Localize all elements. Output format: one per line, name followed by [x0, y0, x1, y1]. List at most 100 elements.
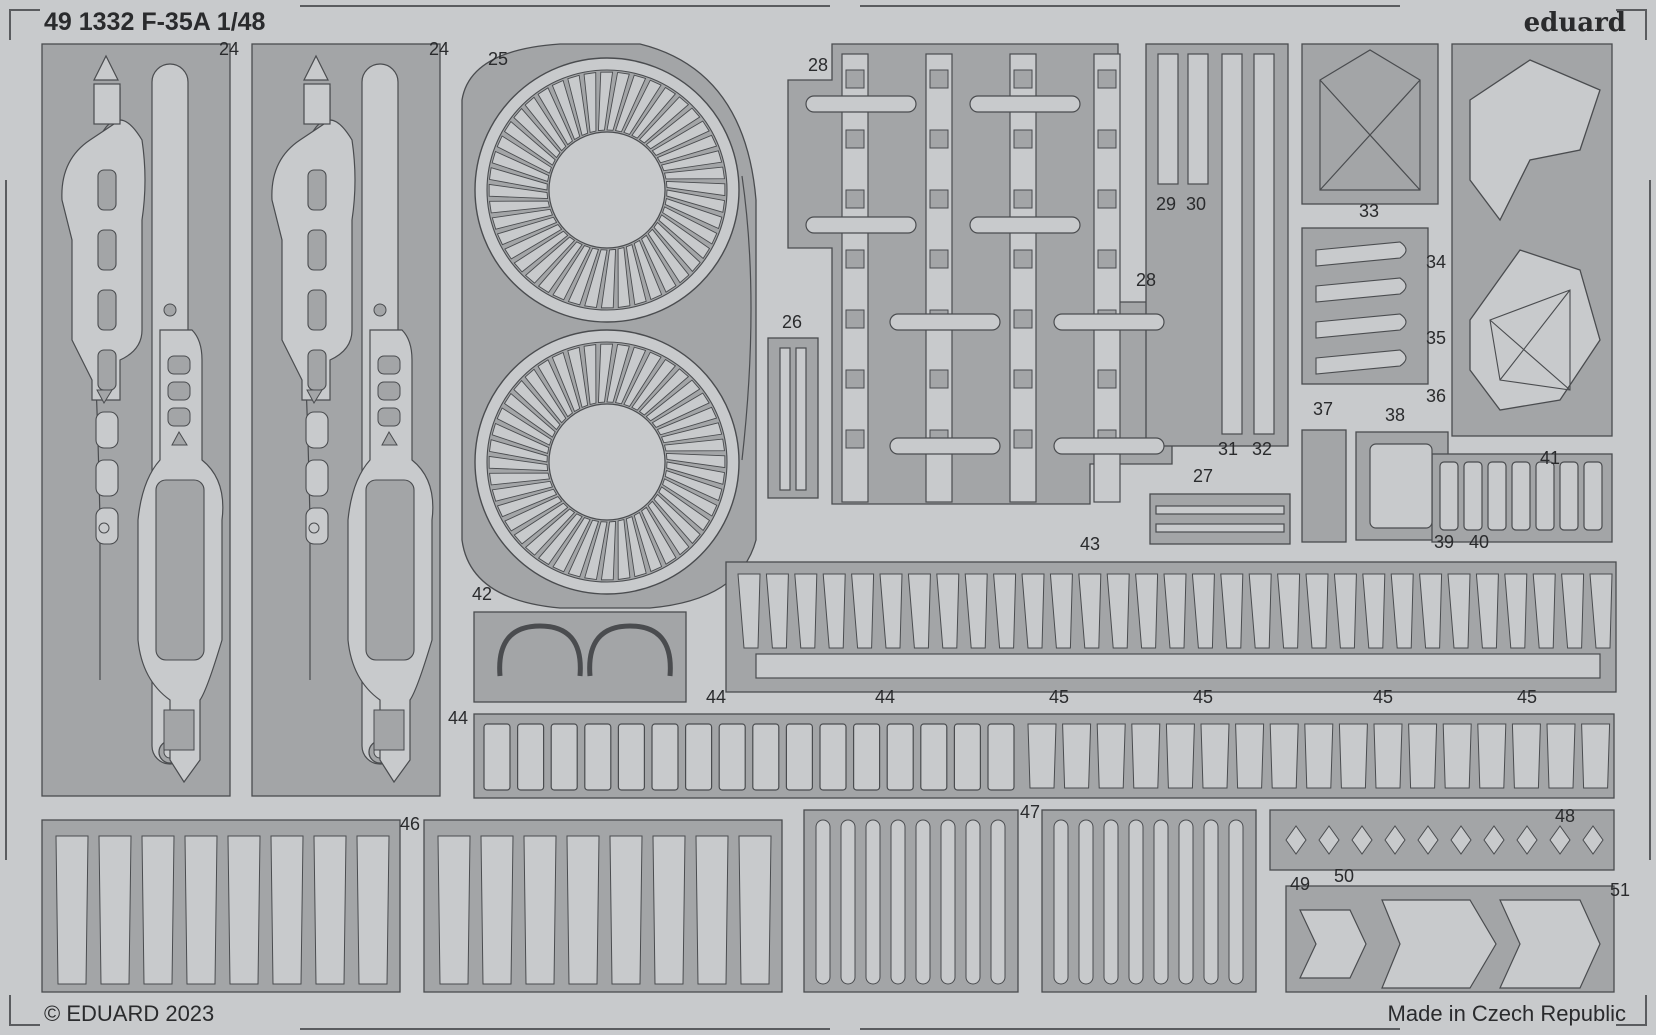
part-43-blade — [1305, 573, 1329, 649]
part-44-blade — [550, 723, 578, 791]
part-50 — [1381, 899, 1497, 989]
strip-31-32 — [1253, 53, 1275, 435]
strip-24-parts — [271, 54, 434, 784]
part-44-blade — [752, 723, 780, 791]
part-44-blade — [987, 723, 1015, 791]
strip-28-crossbar — [805, 216, 917, 234]
part-43-blade — [1135, 573, 1159, 649]
part-34-35-blade — [1315, 277, 1407, 303]
part-number-label: 38 — [1385, 405, 1405, 425]
part-45-blade — [1269, 723, 1299, 789]
part-45-blade — [1442, 723, 1472, 789]
part-39-41 — [1535, 461, 1555, 531]
part-43-blade — [822, 573, 846, 649]
frame-28 — [787, 43, 1173, 505]
part-47-strip — [1178, 819, 1194, 985]
strip-31-32 — [1221, 53, 1243, 435]
frame-47 — [803, 809, 1019, 993]
part-43-blade — [1532, 573, 1556, 649]
part-number-label: 41 — [1540, 448, 1560, 468]
part-42-clip — [497, 623, 583, 677]
part-34-35-blade — [1315, 313, 1407, 339]
part-number-label: 35 — [1426, 328, 1446, 348]
part-43-blade — [1447, 573, 1471, 649]
part-44-blade — [516, 723, 545, 791]
part-36-lower-detail — [1489, 289, 1571, 391]
part-34-35-blade — [1315, 349, 1407, 375]
part-number-label: 29 — [1156, 194, 1176, 214]
part-47-strip — [1128, 819, 1144, 985]
part-39-41 — [1583, 461, 1603, 531]
part-number-label: 27 — [1193, 466, 1213, 486]
frame-47 — [1041, 809, 1257, 993]
part-36-lower — [1469, 249, 1601, 411]
part-43-blade — [1504, 573, 1528, 649]
part-45-blade — [1235, 723, 1265, 789]
part-48-piece — [1417, 825, 1439, 855]
part-45-blade — [1165, 723, 1195, 789]
part-number-label: 44 — [448, 708, 468, 728]
part-44-blade — [886, 723, 914, 791]
part-43-blade — [851, 573, 875, 649]
part-number-label: 28 — [808, 55, 828, 75]
strip-29-30 — [1187, 53, 1209, 185]
part-45-blade — [1581, 723, 1611, 789]
part-47-strip — [1203, 819, 1219, 985]
part-45-blade — [1062, 723, 1092, 789]
part-46-panel — [523, 835, 557, 985]
part-number-label: 25 — [488, 49, 508, 69]
part-48-piece — [1384, 825, 1406, 855]
part-43-blade — [1333, 573, 1357, 649]
part-number-label: 40 — [1469, 532, 1489, 552]
part-43-blade — [1049, 573, 1073, 649]
part-47-strip — [1228, 819, 1244, 985]
part-47-strip — [840, 819, 856, 985]
strip-28-bar — [841, 53, 869, 503]
part-45-blade — [1373, 723, 1403, 789]
part-number-label: 45 — [1373, 687, 1393, 707]
part-44-blade — [483, 723, 511, 791]
brand-logo: eduard — [1523, 8, 1626, 38]
part-47-strip — [1103, 819, 1119, 985]
part-47-strip — [1053, 819, 1069, 985]
part-47-strip — [940, 819, 956, 985]
part-number-label: 46 — [400, 814, 420, 834]
part-43-blade — [1078, 573, 1102, 649]
part-number-label: 51 — [1610, 880, 1630, 900]
strip-27-a — [1155, 505, 1285, 515]
strip-28-bar — [925, 53, 953, 503]
strip-26-bar-b — [795, 347, 807, 491]
part-43-blade — [879, 573, 903, 649]
strip-28-bar — [1093, 53, 1121, 503]
part-47-strip — [1078, 819, 1094, 985]
fan-face-25 — [474, 57, 740, 323]
part-number-label: 24 — [429, 39, 449, 59]
part-43-blade — [1220, 573, 1244, 649]
part-number-label: 28 — [1136, 270, 1156, 290]
part-46-panel — [141, 835, 175, 985]
part-46-panel — [184, 835, 218, 985]
part-43-blade — [993, 573, 1017, 649]
strip-28-crossbar — [1053, 313, 1165, 331]
part-38 — [1369, 443, 1433, 529]
part-48-piece — [1483, 825, 1505, 855]
part-43-blade — [1106, 573, 1130, 649]
part-48-piece — [1450, 825, 1472, 855]
part-number-label: 36 — [1426, 386, 1446, 406]
part-number-label: 33 — [1359, 201, 1379, 221]
part-46-panel — [227, 835, 261, 985]
strip-28-crossbar — [805, 95, 917, 113]
part-43-blade — [964, 573, 988, 649]
part-number-label: 24 — [219, 39, 239, 59]
part-48-piece — [1318, 825, 1340, 855]
part-48-piece — [1516, 825, 1538, 855]
part-51 — [1499, 899, 1601, 989]
part-46-panel — [480, 835, 514, 985]
strip-29-30 — [1157, 53, 1179, 185]
fan-face-25 — [474, 329, 740, 595]
part-44-blade — [584, 723, 612, 791]
part-39-41 — [1439, 461, 1459, 531]
part-45-blade — [1546, 723, 1576, 789]
part-43-blade — [765, 573, 789, 649]
